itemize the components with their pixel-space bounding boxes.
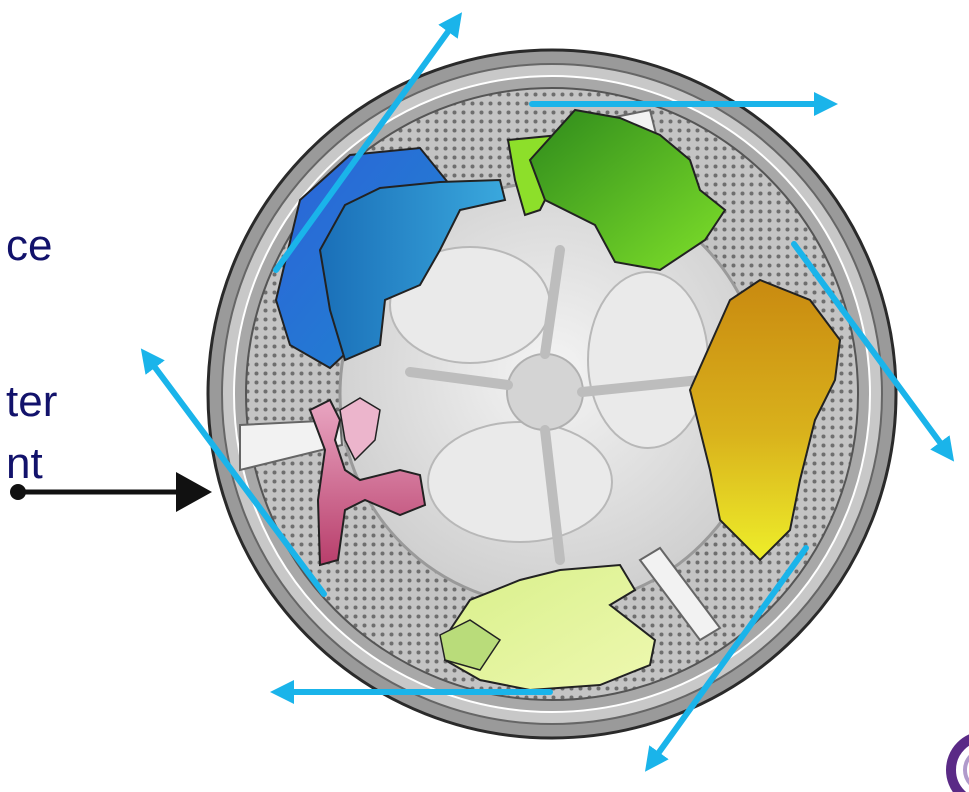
logo-fragment-icon [951,736,969,792]
pointer-arrow-icon [10,472,212,512]
